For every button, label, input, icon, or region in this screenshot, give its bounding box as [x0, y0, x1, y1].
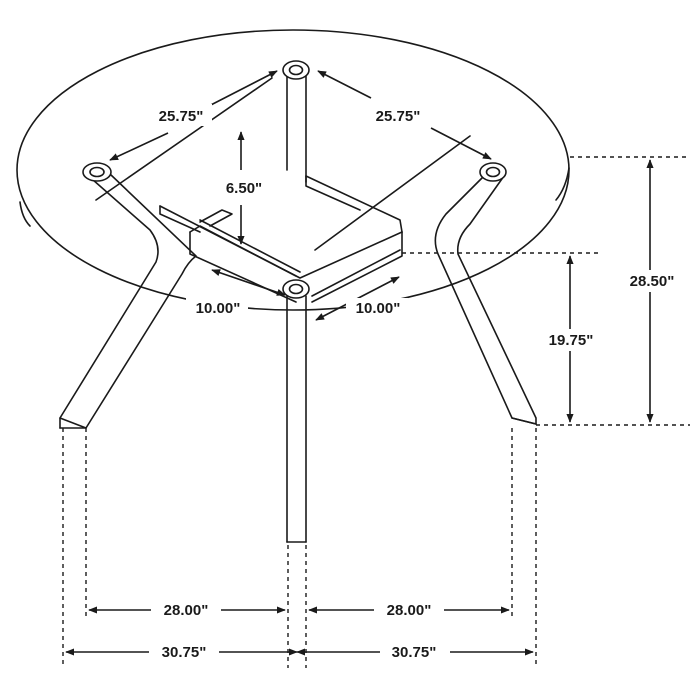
dim-arrow-leg-span-left — [204, 70, 278, 109]
front-leg — [282, 279, 310, 543]
dim-label-frame-depth: 6.50" — [226, 180, 262, 197]
dim-label-overall-height: 28.50" — [630, 273, 675, 290]
rear-leg — [282, 60, 310, 183]
right-leg — [434, 162, 537, 425]
dim-arrow-leg-span-left-tail — [109, 132, 169, 161]
dim-label-inner-width-left: 28.00" — [164, 602, 209, 619]
dim-arrow-leg-span-right-tail — [430, 127, 492, 160]
dim-arrow-frame-arm-left — [211, 269, 286, 296]
extension-lines — [62, 156, 690, 668]
dim-label-leg-height: 19.75" — [549, 332, 594, 349]
dim-arrow-leg-span-right — [317, 70, 372, 99]
left-leg — [59, 162, 197, 429]
dim-label-leg-span-right: 25.75" — [376, 108, 421, 125]
dim-label-frame-arm-left: 10.00" — [196, 300, 241, 317]
dim-label-frame-arm-right: 10.00" — [356, 300, 401, 317]
dim-label-leg-span-left: 25.75" — [159, 108, 204, 125]
dim-label-inner-width-right: 28.00" — [387, 602, 432, 619]
dim-label-outer-width-left: 30.75" — [162, 644, 207, 661]
dim-label-outer-width-right: 30.75" — [392, 644, 437, 661]
